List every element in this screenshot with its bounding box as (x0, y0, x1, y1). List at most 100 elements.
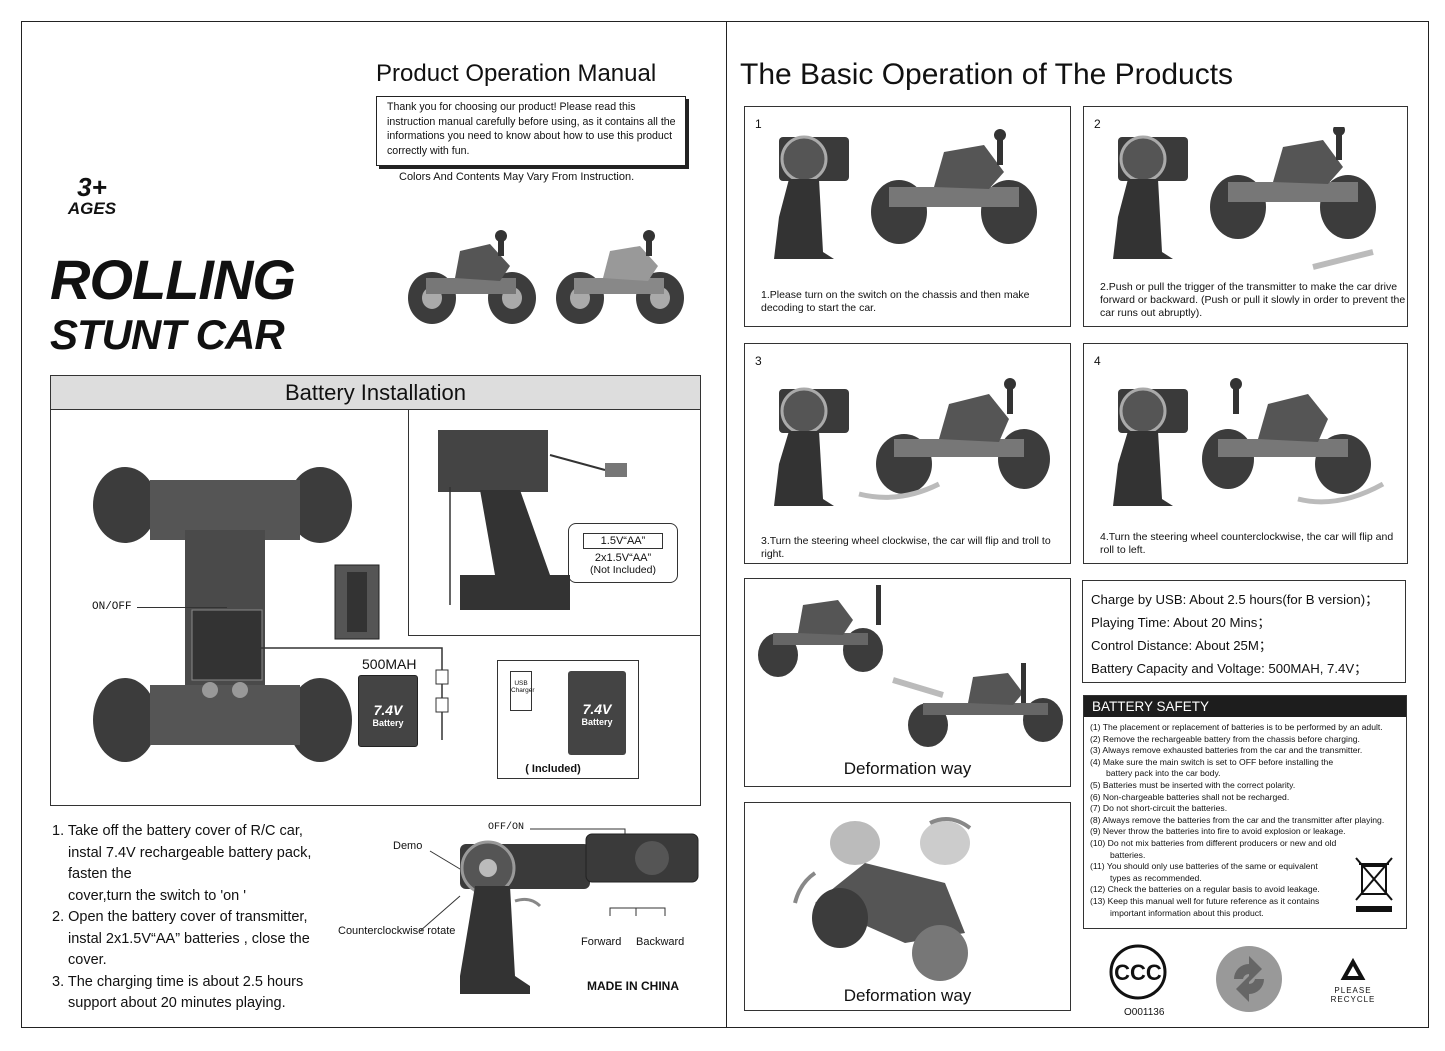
safety-item: (12) Check the batteries on a regular ba… (1090, 884, 1320, 895)
deformation-illustration (793, 817, 972, 981)
car-icon (556, 230, 684, 324)
safety-item: (7) Do not short-circuit the batteries. (1090, 803, 1228, 814)
safety-item: (9) Never throw the batteries into fire … (1090, 826, 1346, 837)
instruction-line: cover. (68, 952, 107, 968)
step-caption: 1.Please turn on the switch on the chass… (761, 289, 1030, 314)
transmitter-battery-illustration (438, 430, 627, 610)
aa-battery-icon: 1.5V“AA” (583, 533, 663, 549)
included-label: ( Included) (525, 763, 581, 775)
battery-pack-icon: 7.4V Battery (358, 675, 418, 747)
battery-pack-icon: 7.4V Battery (568, 671, 626, 755)
step-number: 2 (1094, 117, 1101, 131)
step-illustration (774, 378, 1050, 506)
ccc-mark-icon: CCC (1109, 944, 1167, 1000)
step-number: 4 (1094, 354, 1101, 368)
step-caption: 3.Turn the steering wheel clockwise, the… (761, 535, 1051, 560)
safety-item: (2) Remove the rechargeable battery from… (1090, 733, 1360, 744)
on-off-leader (137, 607, 227, 608)
right-page-frame (726, 21, 1429, 1028)
battery-wire (260, 647, 449, 740)
age-badge: 3+ AGES (62, 174, 122, 218)
product-cars-illustration (408, 230, 684, 324)
deformation-panel-1: Deformation way (744, 578, 1071, 787)
instruction-line: fasten the (68, 866, 132, 882)
recycle-icon (1340, 957, 1366, 980)
tx-ccw-label: Counterclockwise rotate (338, 925, 456, 937)
battery-word-label: Battery (372, 718, 404, 728)
battery-word-label: Battery (581, 717, 613, 727)
safety-item: (5) Batteries must be inserted with the … (1090, 779, 1296, 790)
deformation-caption: Deformation way (843, 759, 972, 778)
aa-note: (Not Included) (590, 564, 656, 576)
instruction-line: support about 20 minutes playing. (68, 995, 286, 1011)
safety-item: (10) Do not mix batteries from different… (1090, 837, 1337, 848)
battery-mah-label: 500MAH (362, 656, 417, 672)
safety-header: BATTERY SAFETY (1084, 696, 1406, 717)
spec-line: Charge by USB: About 2.5 hours(for B ver… (1091, 592, 1379, 607)
green-dot-icon (1216, 946, 1282, 1012)
safety-item: (4) Make sure the main switch is set to … (1090, 756, 1334, 767)
battery-cover-icon (334, 564, 380, 640)
usb-charger-inset: USB Charger 7.4V Battery ( Included) (497, 660, 639, 779)
made-in-label: MADE IN CHINA (587, 979, 679, 993)
tx-backward-label: Backward (636, 936, 685, 948)
instruction-line: instal 7.4V rechargeable battery pack, (68, 844, 312, 861)
step-number: 1 (755, 117, 762, 131)
safety-item: battery pack into the car body. (1106, 768, 1221, 779)
instruction-line: 3. The charging time is about 2.5 hours (52, 973, 304, 990)
usb-charger-icon: USB Charger (510, 671, 535, 711)
chassis-illustration (93, 467, 352, 762)
age-number: 3+ (77, 172, 107, 202)
safety-item: (13) Keep this manual well for future re… (1090, 895, 1320, 906)
recycle-text: PLEASE RECYCLE (1330, 986, 1376, 1004)
intro-text: Thank you for choosing our product! Plea… (387, 101, 676, 157)
step-panel-3: 3 3.Turn the steering wheel clockwise, t… (744, 343, 1071, 564)
safety-item: (1) The placement or replacement of batt… (1090, 722, 1383, 732)
safety-item: (8) Always remove the batteries from the… (1090, 814, 1385, 825)
age-label: AGES (67, 199, 117, 218)
safety-title: BATTERY SAFETY (1092, 699, 1210, 714)
tx-forward-label: Forward (581, 936, 622, 948)
safety-list: (1) The placement or replacement of batt… (1084, 717, 1406, 919)
step-caption: 4.Turn the steering wheel counterclockwi… (1100, 531, 1394, 556)
weee-bin-icon (1355, 857, 1393, 912)
aa-label: 1.5V“AA” (600, 535, 646, 547)
step-illustration (774, 129, 1037, 259)
battery-installation-panel: Battery Installation (50, 375, 701, 806)
safety-item: important information about this product… (1110, 907, 1264, 918)
instruction-line: 1. Take off the battery cover of R/C car… (52, 823, 303, 839)
car-icon (408, 230, 536, 324)
step-panel-2: 2 2.Push or pull the trigger of the tran… (1083, 106, 1408, 327)
safety-item: (3) Always remove exhausted batteries fr… (1090, 745, 1363, 756)
safety-item: types as recommended. (1110, 872, 1202, 883)
cert-code: O001136 (1124, 1007, 1165, 1018)
battery-header: Battery Installation (51, 376, 700, 410)
instruction-line: cover,turn the switch to 'on ' (68, 887, 247, 904)
tx-off-on-label: OFF/ON (488, 822, 525, 833)
safety-item: batteries. (1110, 849, 1146, 860)
product-name-line1: ROLLING (50, 248, 296, 311)
battery-safety-box: BATTERY SAFETY (1) The placement or repl… (1083, 695, 1407, 929)
safety-item: (6) Non-chargeable batteries shall not b… (1090, 791, 1290, 802)
deformation-illustration (758, 585, 1063, 747)
safety-item: (11) You should only use batteries of th… (1090, 861, 1318, 872)
step-caption: 2.Push or pull the trigger of the transm… (1100, 281, 1406, 319)
spec-line: Battery Capacity and Voltage: 500MAH, 7.… (1091, 661, 1368, 676)
step-number: 3 (755, 354, 762, 368)
intro-box: Thank you for choosing our product! Plea… (376, 96, 686, 166)
usb-label: USB Charger (511, 680, 535, 694)
product-name-line2: STUNT CAR (50, 311, 285, 358)
specs-box: Charge by USB: About 2.5 hours(for B ver… (1082, 580, 1406, 683)
deformation-caption: Deformation way (843, 986, 972, 1005)
operation-title: The Basic Operation of The Products (740, 58, 1234, 91)
colors-note: Colors And Contents May Vary From Instru… (399, 171, 635, 183)
svg-text:CCC: CCC (1114, 960, 1162, 985)
step-panel-1: 1 1.Please turn on the switch on the cha… (744, 106, 1071, 327)
aa-count: 2x1.5V“AA” (594, 552, 652, 564)
instruction-line: 2. Open the battery cover of transmitter… (52, 909, 308, 925)
aa-battery-box: 1.5V“AA” 2x1.5V“AA” (Not Included) (568, 523, 678, 583)
instructions-list: 1. Take off the battery cover of R/C car… (52, 821, 332, 1015)
instruction-line: instal 2x1.5V“AA” batteries , close the (68, 930, 310, 947)
step-illustration (1113, 378, 1385, 506)
transmitter-illustration (420, 828, 699, 994)
